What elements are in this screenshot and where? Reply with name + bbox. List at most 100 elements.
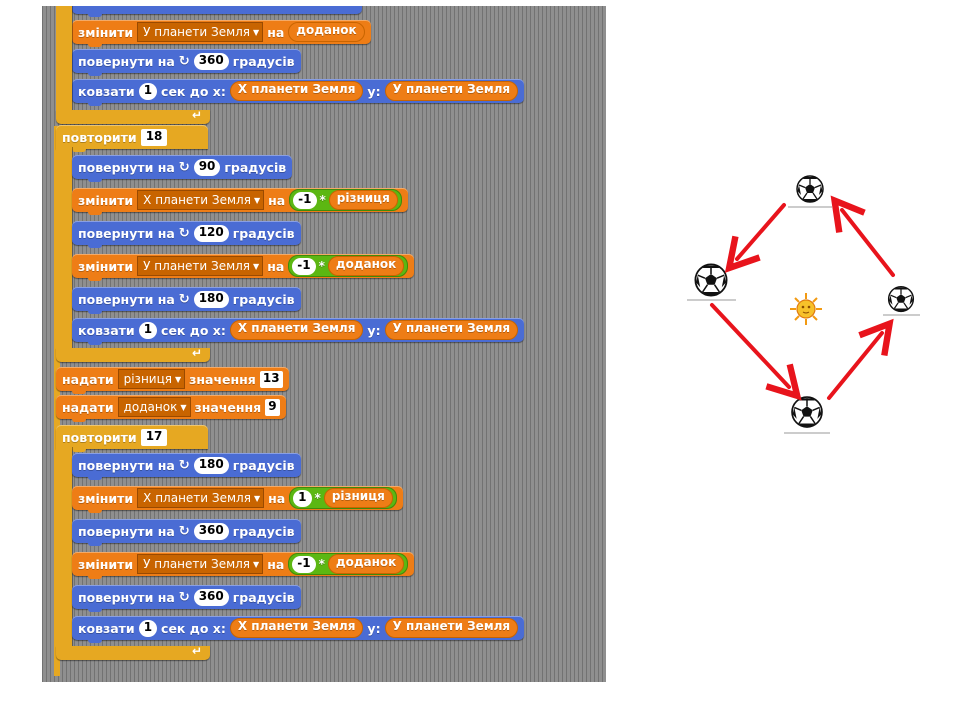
loop-side-bar [56, 447, 72, 655]
factor-input[interactable]: -1 [292, 257, 316, 275]
block-label: сек до x: [161, 322, 226, 338]
block-label: градусів [232, 523, 295, 539]
repeat-18-block[interactable]: повторити 18 [56, 125, 208, 152]
y-earth-reporter[interactable]: У планети Земля [384, 618, 519, 638]
change-x-by-neg-diff-block[interactable]: змінити Х планети Земля▼ на -1 * різниця [72, 188, 408, 215]
turn-120-block[interactable]: повернути на ↻ 120 градусів [72, 221, 301, 248]
repeat-count-input[interactable]: 17 [140, 428, 168, 446]
block-label: на [268, 490, 286, 506]
soccer-ball-icon [791, 396, 823, 428]
turn-360-block[interactable]: повернути на ↻ 360 градусів [72, 519, 301, 546]
change-y-by-neg-addend-block[interactable]: змінити У планети Земля▼ на -1 * доданок [72, 552, 415, 579]
value-input[interactable]: 9 [265, 398, 280, 416]
repeat-count-input[interactable]: 18 [140, 128, 168, 146]
variable-reporter-diff[interactable]: різниця [323, 488, 393, 508]
change-y-by-addend-block[interactable]: змінити У планети Земля▼ на доданок [72, 20, 371, 47]
turn-180-block[interactable]: повернути на ↻ 180 градусів [72, 287, 301, 314]
variable-dropdown[interactable]: доданок▼ [117, 397, 191, 417]
multiply-operator[interactable]: -1 * доданок [288, 255, 409, 277]
variable-dropdown[interactable]: У планети Земля▼ [137, 554, 264, 574]
soccer-ball-icon [887, 285, 915, 313]
block-label: градусів [224, 159, 287, 175]
y-earth-reporter[interactable]: У планети Земля [384, 320, 519, 340]
set-addend-block[interactable]: надати доданок▼ значення 9 [56, 395, 286, 422]
seconds-input[interactable]: 1 [138, 619, 158, 637]
loop-footer [56, 646, 210, 660]
red-arrow-icon [827, 318, 894, 400]
block-label: сек до x: [161, 620, 226, 636]
variable-dropdown[interactable]: У планети Земля▼ [137, 22, 264, 42]
rotate-clockwise-icon: ↻ [178, 457, 190, 473]
block-label: ковзати [78, 620, 135, 636]
sun-icon [790, 293, 822, 325]
glide-block[interactable]: ковзати 1 сек до x: X планети Земля y: У… [72, 79, 525, 106]
block-label: змінити [78, 258, 134, 274]
change-y-by-neg-addend-block[interactable]: змінити У планети Земля▼ на -1 * доданок [72, 254, 415, 281]
cut-off-motion-block[interactable] [72, 6, 362, 17]
block-label: повернути на [78, 589, 175, 605]
variable-reporter-addend[interactable]: доданок [327, 256, 405, 276]
degrees-input[interactable]: 180 [193, 290, 229, 308]
dropdown-arrow-icon: ▼ [253, 559, 260, 569]
block-label: повторити [62, 429, 137, 445]
loop-footer [56, 110, 210, 124]
repeat-17-block[interactable]: повторити 17 [56, 425, 208, 452]
x-earth-reporter[interactable]: X планети Земля [229, 618, 364, 638]
y-earth-reporter[interactable]: У планети Земля [384, 81, 519, 101]
degrees-input[interactable]: 360 [193, 52, 229, 70]
degrees-input[interactable]: 360 [193, 522, 229, 540]
rotate-clockwise-icon: ↻ [178, 523, 190, 539]
turn-360-block[interactable]: повернути на ↻ 360 градусів [72, 49, 301, 76]
red-arrow-icon [830, 195, 895, 277]
block-label: надати [62, 371, 114, 387]
rotate-clockwise-icon: ↻ [178, 159, 190, 175]
loop-arrow-icon: ↵ [192, 644, 203, 658]
block-label: y: [367, 322, 381, 338]
block-label: змінити [78, 556, 134, 572]
degrees-input[interactable]: 90 [193, 158, 221, 176]
dropdown-value: У планети Земля [143, 25, 251, 39]
variable-dropdown[interactable]: У планети Земля▼ [137, 256, 264, 276]
loop-side-bar [56, 147, 72, 355]
rotate-clockwise-icon: ↻ [178, 589, 190, 605]
dropdown-value: Х планети Земля [143, 193, 251, 207]
variable-reporter-addend[interactable]: доданок [288, 22, 365, 42]
turn-90-block[interactable]: повернути на ↻ 90 градусів [72, 155, 293, 182]
multiply-operator[interactable]: -1 * доданок [288, 553, 409, 575]
glide-block[interactable]: ковзати 1 сек до x: X планети Земля y: У… [72, 318, 525, 345]
variable-reporter-diff[interactable]: різниця [328, 190, 398, 210]
block-label: сек до x: [161, 83, 226, 99]
change-x-by-diff-block[interactable]: змінити Х планети Земля▼ на 1 * різниця [72, 486, 403, 513]
set-diff-block[interactable]: надати різниця▼ значення 13 [56, 367, 289, 394]
factor-input[interactable]: -1 [292, 555, 316, 573]
seconds-input[interactable]: 1 [138, 82, 158, 100]
variable-dropdown[interactable]: Х планети Земля▼ [137, 488, 265, 508]
multiply-operator[interactable]: 1 * різниця [289, 487, 397, 509]
loop-arrow-icon: ↵ [192, 108, 203, 122]
dropdown-value: різниця [123, 372, 172, 386]
x-earth-reporter[interactable]: X планети Земля [229, 320, 364, 340]
value-input[interactable]: 13 [259, 370, 283, 388]
turn-360-block[interactable]: повернути на ↻ 360 градусів [72, 585, 301, 612]
degrees-input[interactable]: 120 [193, 224, 229, 242]
degrees-input[interactable]: 360 [193, 588, 229, 606]
block-label: на [267, 258, 285, 274]
block-label: градусів [232, 457, 295, 473]
block-label: змінити [78, 192, 134, 208]
degrees-input[interactable]: 180 [193, 456, 229, 474]
block-label: y: [367, 83, 381, 99]
turn-180-block[interactable]: повернути на ↻ 180 градусів [72, 453, 301, 480]
variable-reporter-addend[interactable]: доданок [327, 554, 405, 574]
x-earth-reporter[interactable]: X планети Земля [229, 81, 364, 101]
seconds-input[interactable]: 1 [138, 321, 158, 339]
factor-input[interactable]: -1 [293, 191, 317, 209]
multiply-operator[interactable]: -1 * різниця [289, 189, 402, 211]
block-label: ковзати [78, 322, 135, 338]
block-label: надати [62, 399, 114, 415]
multiply-symbol: * [318, 259, 325, 273]
variable-dropdown[interactable]: різниця▼ [117, 369, 186, 389]
variable-dropdown[interactable]: Х планети Земля▼ [137, 190, 265, 210]
factor-input[interactable]: 1 [293, 489, 312, 507]
glide-block[interactable]: ковзати 1 сек до x: X планети Земля y: У… [72, 616, 525, 643]
